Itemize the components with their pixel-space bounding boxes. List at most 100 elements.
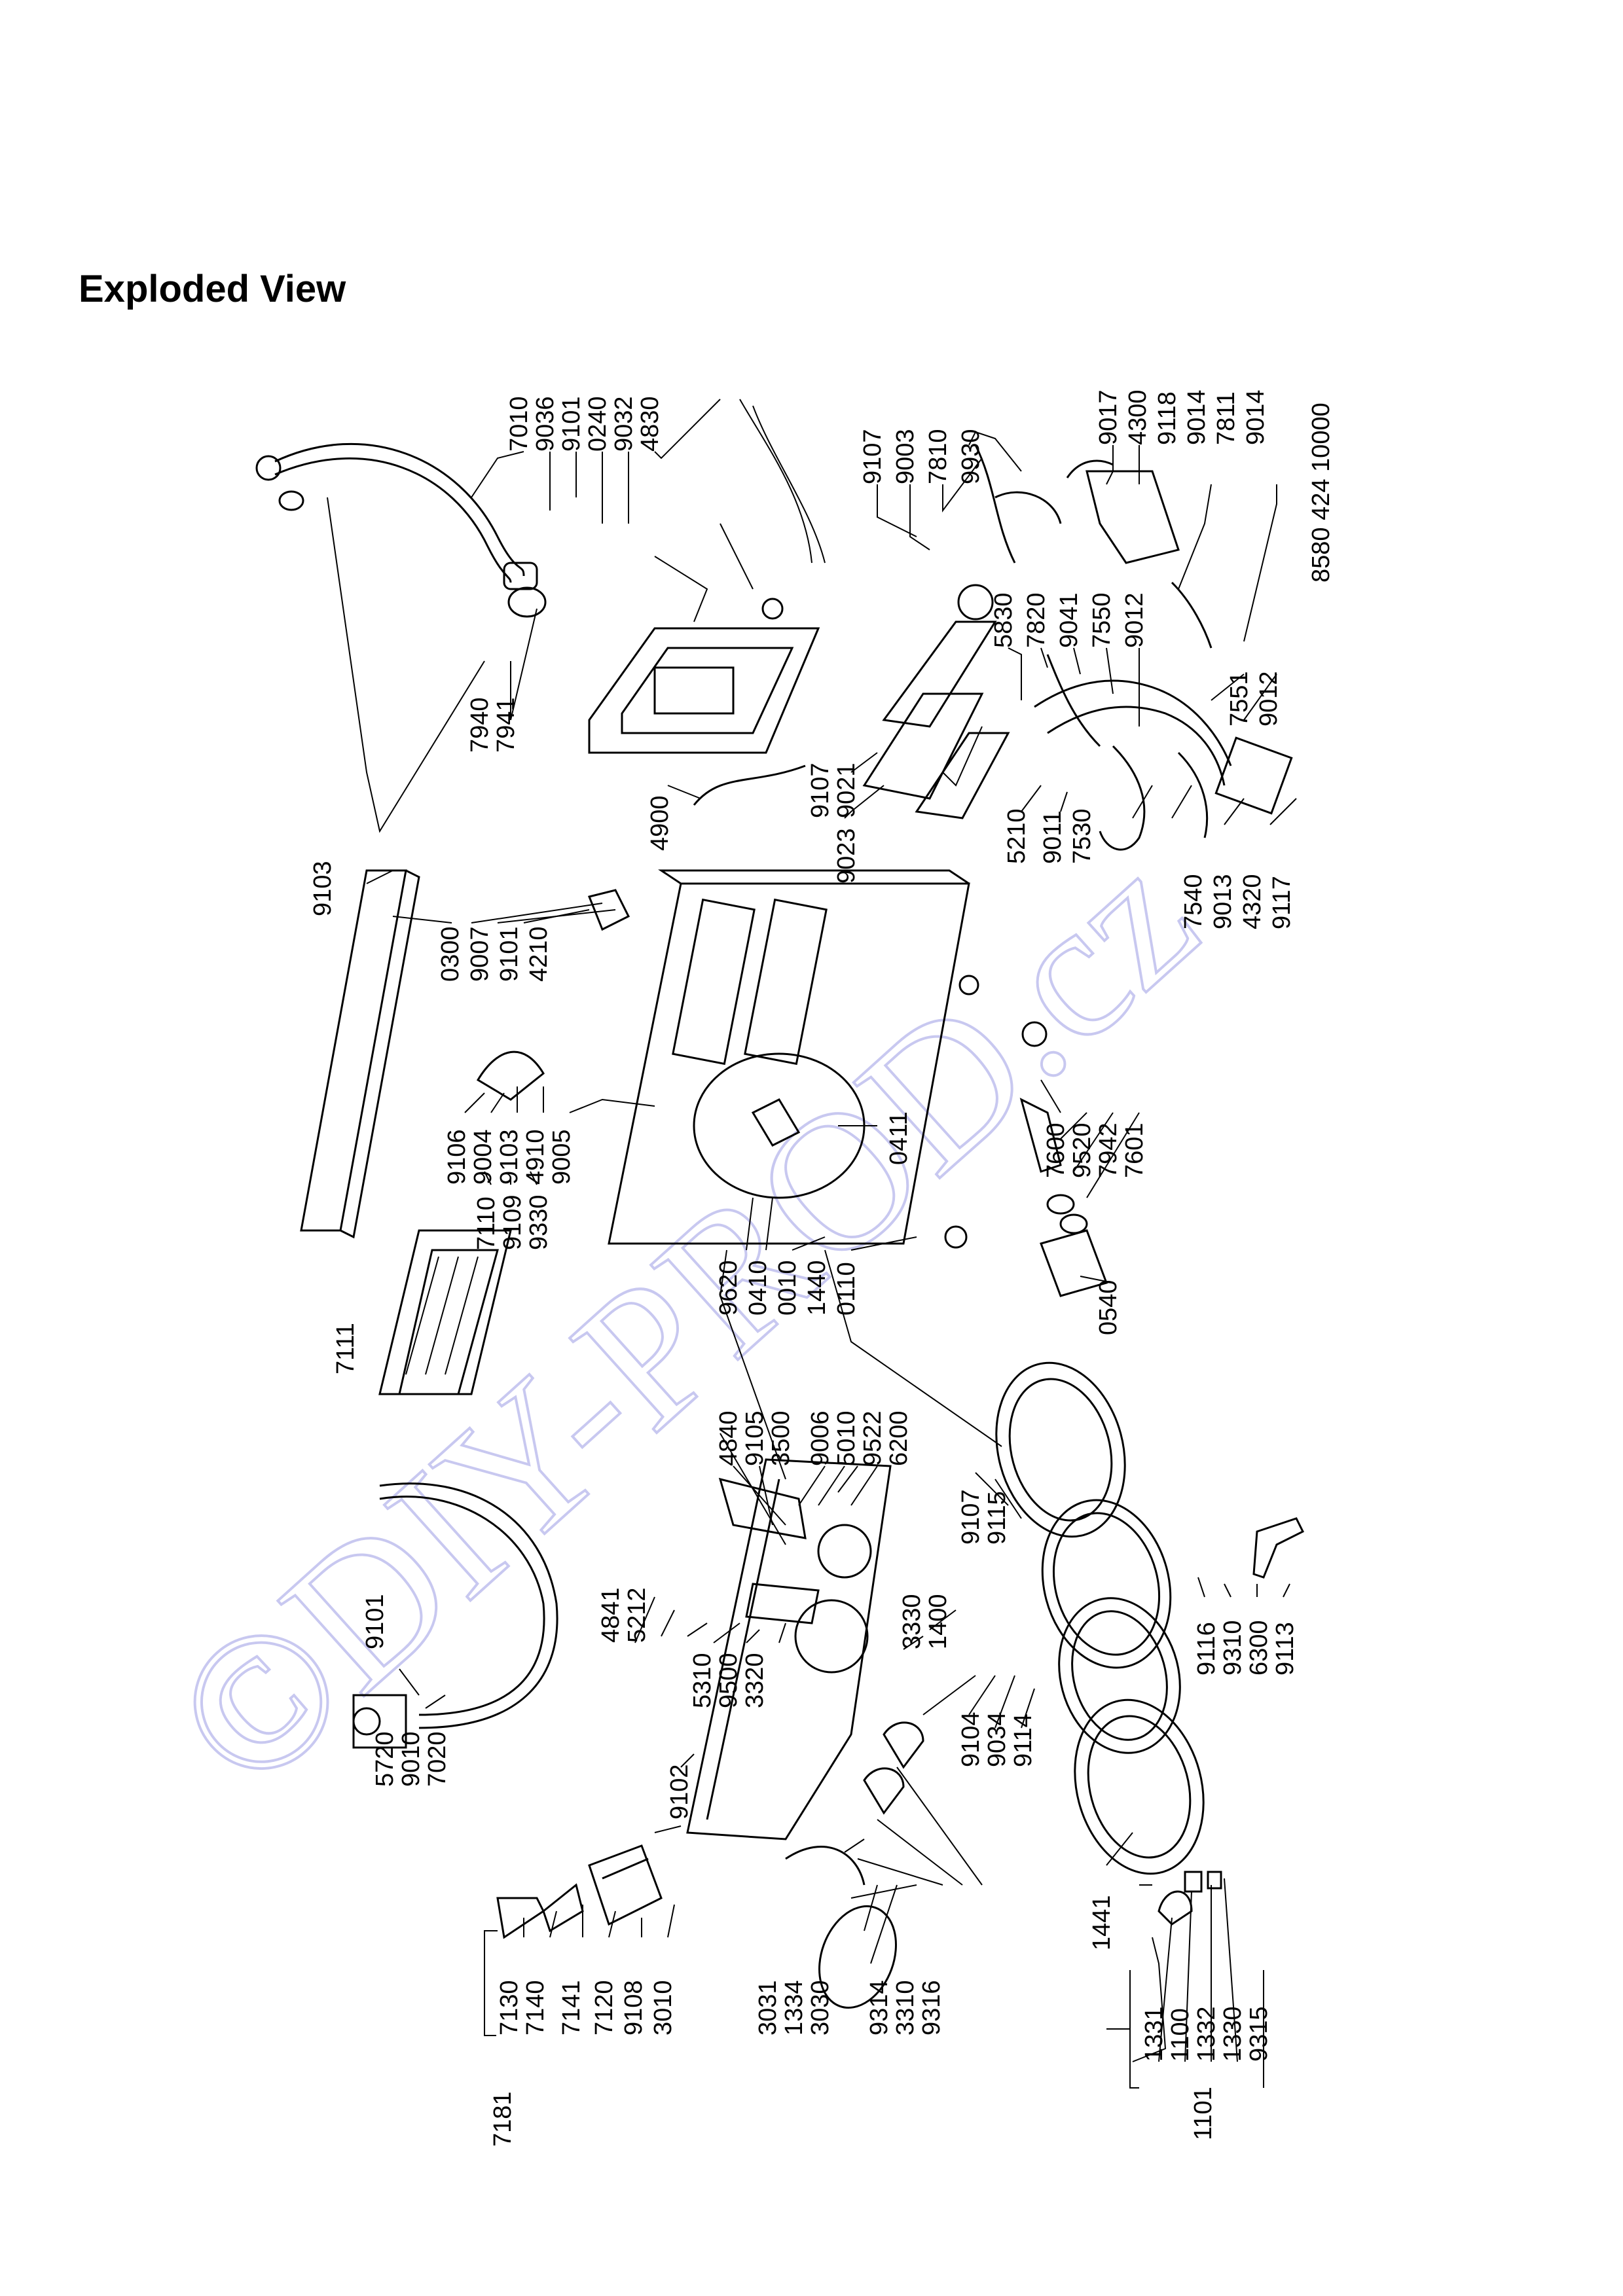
label-9118: 9118 [1154, 391, 1181, 445]
label-7530: 7530 [1068, 808, 1096, 864]
label-7940: 7940 [466, 697, 494, 753]
label-7942: 7942 [1095, 1122, 1122, 1178]
label-9032: 9032 [610, 396, 638, 452]
label-0410: 0410 [744, 1260, 772, 1316]
label-9034: 9034 [983, 1712, 1011, 1767]
label-9116: 9116 [1193, 1622, 1220, 1676]
control-panel-drawing [686, 1458, 892, 1840]
label-9021: 9021 [833, 762, 860, 818]
label-9106: 9106 [443, 1129, 471, 1185]
label-4830: 4830 [636, 396, 664, 452]
label-4910: 4910 [522, 1129, 549, 1185]
label-0010: 0010 [774, 1260, 801, 1316]
label-9003: 9003 [892, 429, 919, 484]
label-9330: 9330 [525, 1194, 553, 1250]
drain-pump-drawing [1034, 459, 1293, 851]
label-7020: 7020 [424, 1731, 451, 1787]
label-1101: 1101 [1190, 2087, 1217, 2140]
label-5830: 5830 [990, 592, 1017, 648]
door-seal-drawing [995, 1361, 1126, 1538]
label-6300: 6300 [1245, 1620, 1273, 1676]
inlet-hose-drawing [255, 442, 547, 618]
label-7941: 7941 [492, 697, 520, 753]
label-3500: 3500 [767, 1410, 795, 1466]
label-9107-b: 9107 [807, 762, 834, 818]
label-9316: 9316 [918, 1980, 945, 2036]
label-9011: 9011 [1039, 810, 1067, 864]
label-9014: 9014 [1183, 389, 1211, 445]
label-7111: 7111 [332, 1323, 359, 1374]
leader-lines [327, 399, 1297, 2089]
door-hinge-drawing [1252, 1517, 1305, 1579]
label-9103: 9103 [309, 861, 337, 916]
label-7550: 7550 [1088, 592, 1116, 648]
label-7820: 7820 [1023, 592, 1050, 648]
label-9107-c: 9107 [957, 1489, 985, 1545]
label-0110: 0110 [833, 1262, 860, 1316]
label-9101-b: 9101 [496, 926, 523, 982]
label-4841: 4841 [597, 1587, 625, 1643]
feet-and-sump-drawing [476, 889, 1108, 1297]
door-rings-drawing [1041, 1499, 1205, 1875]
label-9012: 9012 [1121, 592, 1148, 648]
label-9005: 9005 [548, 1129, 575, 1185]
label-7110: 7110 [473, 1196, 500, 1250]
small-parts-drawing [496, 1721, 924, 2009]
label-9522: 9522 [859, 1410, 886, 1466]
label-9115: 9115 [983, 1491, 1011, 1545]
label-9102: 9102 [666, 1764, 693, 1820]
label-7540: 7540 [1180, 874, 1207, 929]
label-3330: 3330 [898, 1594, 926, 1649]
label-9014-b: 9014 [1242, 389, 1269, 445]
label-9101: 9101 [558, 396, 585, 452]
label-1330: 1330 [1219, 2006, 1247, 2062]
label-4210: 4210 [525, 926, 553, 982]
label-9006: 9006 [807, 1410, 834, 1466]
label-9520: 9520 [1068, 1122, 1096, 1178]
watermark: ©DIY-PROD.cz [132, 808, 1235, 1831]
label-5720: 5720 [371, 1731, 399, 1787]
label-7601: 7601 [1121, 1122, 1148, 1178]
label-1441: 1441 [1088, 1895, 1116, 1950]
label-7811: 7811 [1213, 391, 1240, 445]
label-9023: 9023 [833, 828, 860, 884]
label-1331: 1331 [1140, 2006, 1168, 2062]
label-9107: 9107 [859, 429, 886, 484]
label-9109: 9109 [499, 1194, 526, 1250]
label-7551: 7551 [1226, 671, 1253, 726]
label-9103-b: 9103 [496, 1129, 523, 1185]
label-5010: 5010 [833, 1410, 860, 1466]
label-7181: 7181 [489, 2091, 517, 2147]
label-4840: 4840 [715, 1410, 742, 1466]
door-handle-drawing [1139, 1871, 1222, 1926]
label-9315: 9315 [1245, 2006, 1273, 2062]
label-7120: 7120 [591, 1980, 618, 2036]
label-9010: 9010 [397, 1731, 425, 1787]
label-1100: 1100 [1167, 2008, 1194, 2062]
label-service-code: 8580 424 10000 [1307, 403, 1335, 583]
label-7141: 7141 [558, 1980, 585, 2036]
label-9108: 9108 [620, 1980, 647, 2036]
label-9041: 9041 [1055, 592, 1083, 648]
label-5310: 5310 [689, 1653, 716, 1708]
label-1440: 1440 [803, 1260, 831, 1316]
label-9500: 9500 [715, 1653, 742, 1708]
label-7010: 7010 [505, 396, 533, 452]
cabinet-drawing [608, 869, 970, 1245]
label-9620: 9620 [715, 1260, 742, 1316]
label-7140: 7140 [522, 1980, 549, 2036]
label-9310: 9310 [1219, 1620, 1247, 1676]
label-0300: 0300 [437, 926, 464, 982]
label-6200: 6200 [885, 1410, 913, 1466]
label-9105: 9105 [741, 1410, 769, 1466]
label-3310: 3310 [892, 1980, 919, 2036]
label-9117: 9117 [1268, 876, 1296, 929]
label-9114: 9114 [1010, 1713, 1037, 1767]
label-7130: 7130 [496, 1980, 523, 2036]
page-title: Exploded View [79, 268, 346, 310]
top-cover-drawing [300, 869, 420, 1239]
inlet-valve-drawing [352, 1482, 558, 1749]
label-5212: 5212 [623, 1587, 651, 1643]
label-3320: 3320 [741, 1653, 769, 1708]
